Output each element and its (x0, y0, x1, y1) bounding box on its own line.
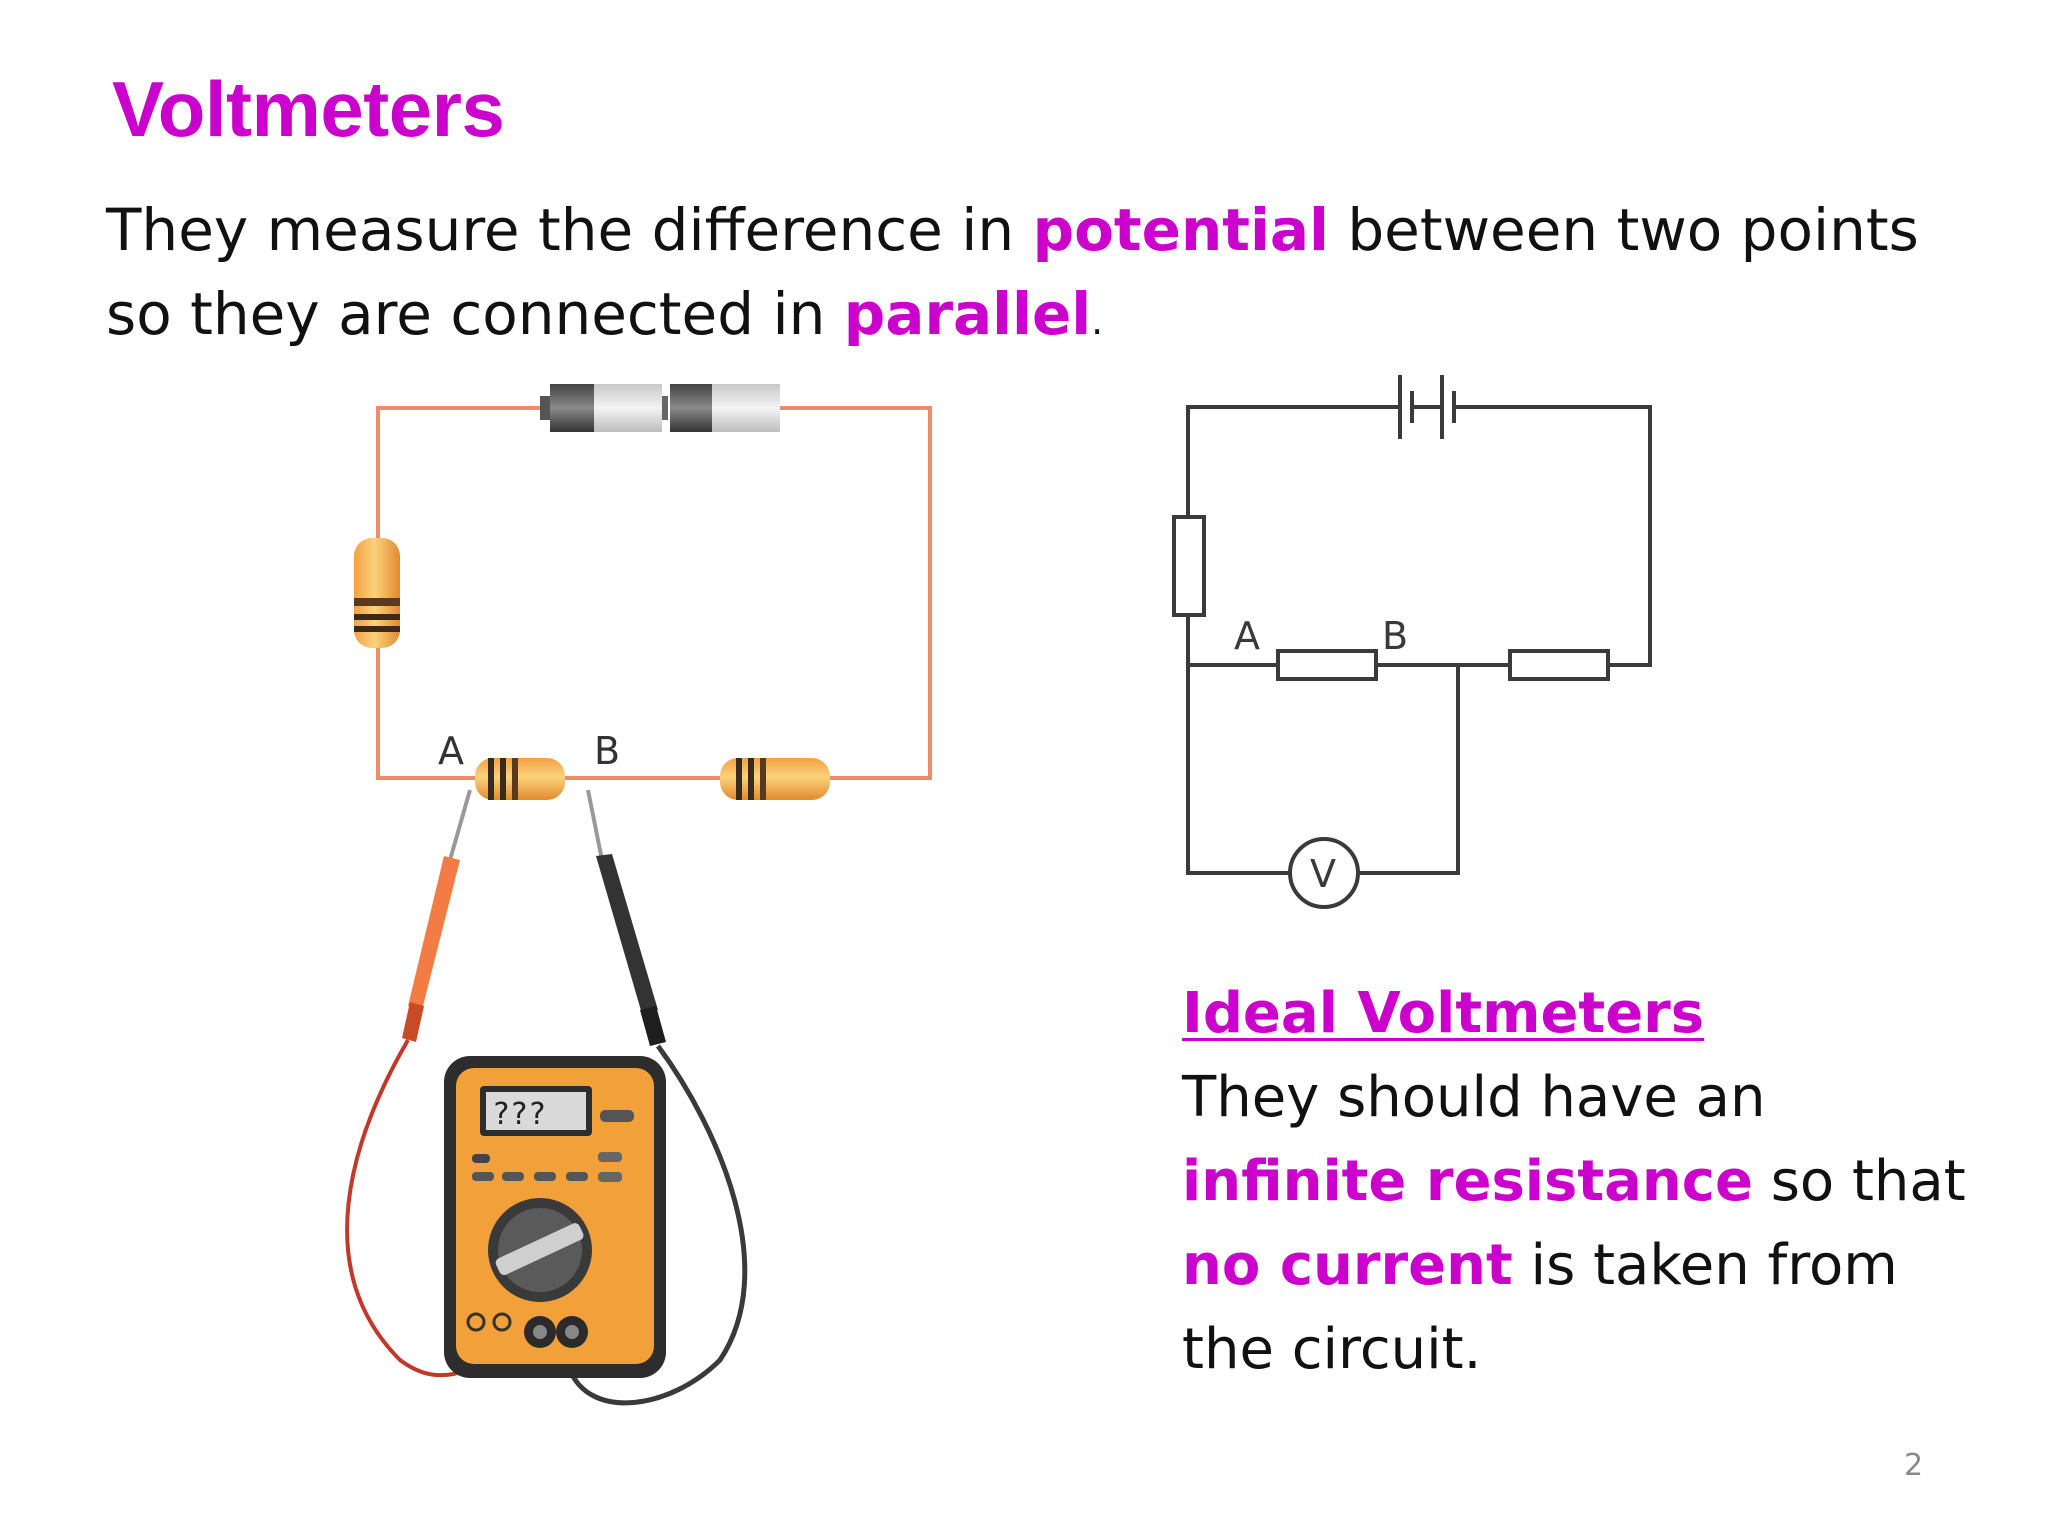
schematic-resistor-right (1508, 649, 1610, 681)
schematic-label-b: B (1382, 614, 1408, 658)
ideal-line-4: the circuit. (1182, 1317, 1482, 1382)
meter-display: ??? (492, 1097, 546, 1132)
resistor-ab (475, 758, 565, 800)
ideal-voltmeters-box: Ideal Voltmeters They should have an inf… (1182, 972, 1982, 1392)
keyword-infinite-resistance: infinite resistance (1182, 1149, 1753, 1214)
photo-wires (376, 406, 932, 780)
cell-symbols (1398, 375, 1456, 439)
red-probe (402, 789, 472, 1042)
schematic-resistor-ab (1276, 649, 1378, 681)
photo-label-a: A (438, 729, 464, 773)
resistor-left (354, 538, 400, 648)
slide-title: Voltmeters (112, 65, 505, 153)
intro-part2: between two points so they are connected… (106, 196, 1919, 348)
battery-cells (540, 384, 780, 432)
intro-period: . (1091, 299, 1104, 343)
black-lead (567, 1044, 748, 1406)
ideal-part2: so that (1752, 1149, 1966, 1214)
ideal-line-2: infinite resistance so that (1182, 1140, 1982, 1224)
voltmeter-label: V (1310, 852, 1336, 896)
intro-text: They measure the difference in potential… (106, 188, 1966, 363)
photo-circuit-diagram: ??? A B (345, 384, 932, 1406)
ideal-voltmeters-heading: Ideal Voltmeters (1182, 981, 1705, 1046)
intro-part1: They measure the difference in (106, 196, 1033, 264)
voltmeter-symbol (1288, 837, 1360, 909)
ideal-line-1: They should have an (1182, 1065, 1766, 1130)
photo-label-b: B (594, 729, 620, 773)
keyword-no-current: no current (1182, 1233, 1513, 1298)
schematic-label-a: A (1234, 614, 1260, 658)
black-probe (586, 789, 666, 1046)
ideal-line-3: no current is taken from (1182, 1224, 1982, 1308)
red-lead (345, 1038, 469, 1378)
multimeter: ??? (444, 1056, 666, 1378)
ideal-part3: is taken from (1512, 1233, 1898, 1298)
schematic-wires (1186, 405, 1652, 875)
keyword-parallel: parallel (843, 280, 1092, 348)
schematic-resistor-left (1172, 515, 1206, 617)
keyword-potential: potential (1032, 196, 1329, 264)
resistor-right (720, 758, 830, 800)
page-number: 2 (1904, 1448, 1924, 1483)
schematic-diagram: V A B (1172, 375, 1652, 909)
